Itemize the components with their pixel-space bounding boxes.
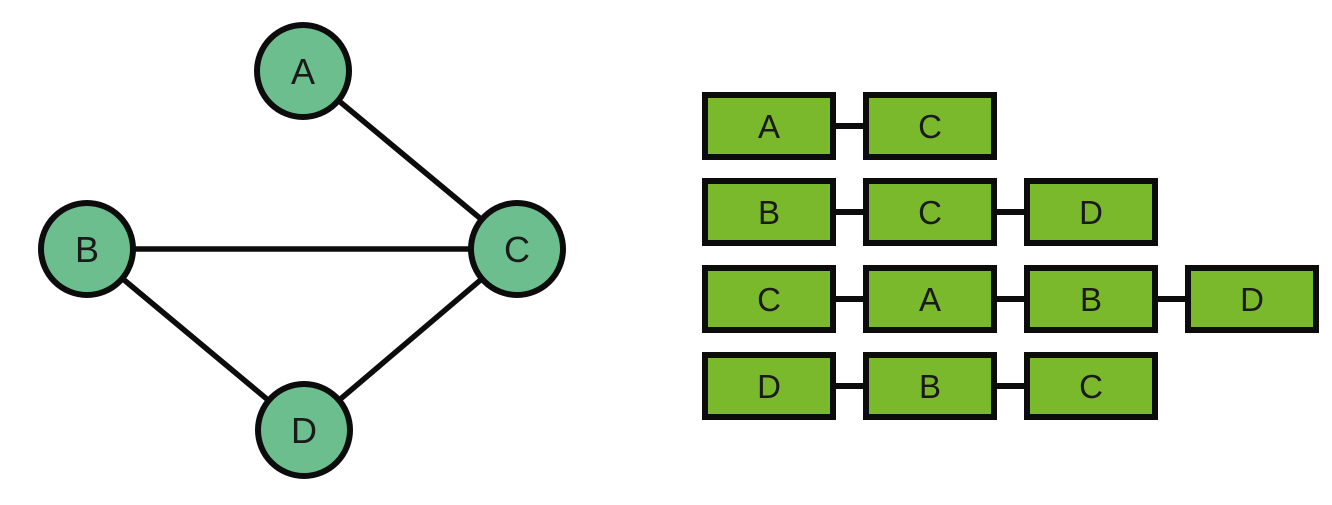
- adjacency-neighbor-box-d: D: [1185, 265, 1319, 333]
- graph-node-label-d: D: [291, 410, 317, 451]
- adjacency-head-box-b: B: [702, 178, 836, 246]
- adjacency-box-label: C: [1079, 367, 1103, 405]
- adjacency-box-label: B: [1079, 280, 1102, 318]
- adjacency-neighbor-box-a: A: [863, 265, 997, 333]
- adjacency-box-label: B: [918, 367, 941, 405]
- connector-line: [836, 383, 863, 389]
- adjacency-box-label: C: [757, 280, 781, 318]
- connector-line: [836, 209, 863, 215]
- adjacency-neighbor-box-b: B: [863, 352, 997, 420]
- adjacency-box-label: B: [757, 193, 780, 231]
- adjacency-box-label: D: [1079, 193, 1103, 231]
- adjacency-box-label: C: [918, 107, 942, 145]
- connector-line: [997, 383, 1024, 389]
- connector-line: [836, 123, 863, 129]
- graph-node-label-a: A: [291, 51, 315, 92]
- graph-node-d: [255, 381, 353, 479]
- adjacency-neighbor-box-c: C: [863, 92, 997, 160]
- adjacency-head-box-c: C: [702, 265, 836, 333]
- adjacency-row-b: B C D: [702, 178, 1158, 246]
- graph-node-c: [468, 200, 566, 298]
- adjacency-box-label: C: [918, 193, 942, 231]
- adjacency-neighbor-box-d: D: [1024, 178, 1158, 246]
- connector-line: [997, 296, 1024, 302]
- adjacency-neighbor-box-b: B: [1024, 265, 1158, 333]
- graph-node-a: [254, 22, 352, 120]
- graph-node-label-b: B: [75, 229, 99, 270]
- graph-node-b: [38, 200, 136, 298]
- adjacency-neighbor-box-c: C: [1024, 352, 1158, 420]
- connector-line: [997, 209, 1024, 215]
- adjacency-box-label: A: [757, 107, 780, 145]
- graph-node-label-c: C: [504, 229, 530, 270]
- graph-panel: A B C D: [38, 22, 566, 479]
- adjacency-box-label: A: [918, 280, 941, 318]
- connector-line: [836, 296, 863, 302]
- adjacency-head-box-a: A: [702, 92, 836, 160]
- connector-line: [1158, 296, 1185, 302]
- adjacency-neighbor-box-c: C: [863, 178, 997, 246]
- adjacency-box-label: D: [1240, 280, 1264, 318]
- adjacency-head-box-d: D: [702, 352, 836, 420]
- adjacency-box-label: D: [757, 367, 781, 405]
